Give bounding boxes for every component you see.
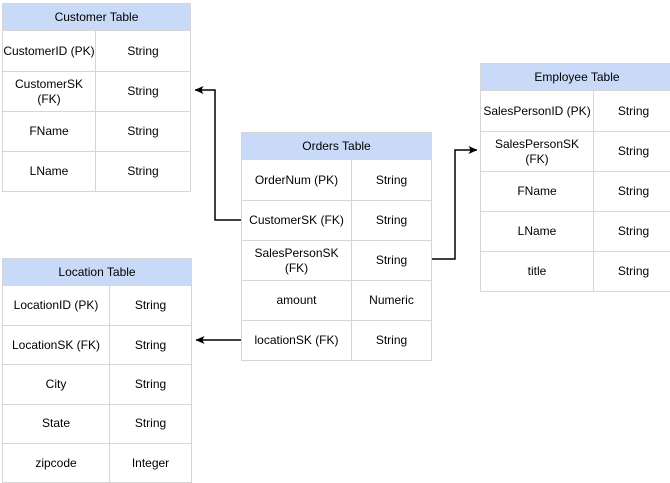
field-name-cell: LName [29, 164, 69, 179]
field-type-cell: String [351, 201, 431, 240]
field-name-cell: State [41, 416, 71, 431]
field-name-cell: SalesPersonSK (FK) [254, 245, 339, 275]
field-name-cell: LocationID (PK) [13, 298, 99, 313]
field-type-cell: String [593, 172, 670, 211]
table-row[interactable]: CustomerID (PK)String [3, 31, 190, 71]
table-row[interactable]: OrderNum (PK) String [242, 160, 431, 200]
table-row[interactable]: LName String [3, 151, 190, 191]
employee-table-title[interactable]: Employee Table [481, 64, 670, 91]
connector-orders-to-employee[interactable] [432, 146, 478, 260]
field-name-cell: OrderNum (PK) [254, 172, 339, 187]
field-name-cell: title [527, 264, 547, 279]
field-type-cell: Numeric [351, 281, 431, 320]
field-type-cell: String [95, 152, 190, 191]
field-type-cell: String [593, 91, 670, 131]
connector-orders-to-customer[interactable] [194, 86, 241, 221]
table-row[interactable]: LocationID (PK) String [3, 286, 191, 326]
field-name-cell: City [45, 377, 67, 392]
field-type-cell: String [593, 132, 670, 171]
field-type-cell: String [95, 72, 190, 111]
table-row[interactable]: LocationSK (FK) String [3, 325, 191, 365]
field-type-cell: String [109, 365, 191, 404]
field-type-cell: String [109, 286, 191, 326]
field-name-cell: amount [276, 293, 317, 308]
field-type-cell: String [95, 112, 190, 151]
field-name-cell: zipcode [35, 455, 77, 470]
table-row[interactable]: zipcode Integer [3, 442, 191, 482]
field-type-cell: String [351, 160, 431, 200]
table-row[interactable]: CustomerSK (FK) String [3, 71, 190, 111]
location-table-title[interactable]: Location Table [3, 259, 191, 286]
field-name-cell: SalesPersonID (PK) [483, 103, 591, 118]
orders-table-title[interactable]: Orders Table [242, 133, 431, 160]
field-type-cell: Integer [109, 443, 191, 482]
table-row[interactable]: FName String [481, 171, 670, 211]
field-name-cell: CustomerSK (FK) [14, 76, 84, 106]
table-row[interactable]: amount Numeric [242, 280, 431, 320]
field-name-cell: CustomerSK (FK) [249, 213, 344, 228]
customer-table-title[interactable]: Customer Table [3, 4, 190, 31]
field-name-cell: LName [517, 224, 557, 239]
field-name-cell: FName [517, 184, 557, 199]
field-name-cell: SalesPersonSK (FK) [494, 136, 580, 166]
field-name-cell: LocationSK (FK) [11, 337, 101, 352]
table-row[interactable]: title String [481, 251, 670, 291]
field-name-cell: FName [29, 124, 69, 139]
table-row[interactable]: SalesPersonID (PK)String [481, 91, 670, 131]
field-name-cell: CustomerID (PK) [3, 43, 95, 58]
field-type-cell: String [351, 321, 431, 360]
table-row[interactable]: CustomerSK (FK) String [242, 200, 431, 240]
table-row[interactable]: SalesPersonSK (FK) String [242, 240, 431, 280]
table-row[interactable]: FName String [3, 111, 190, 151]
field-type-cell: String [95, 31, 190, 71]
table-row[interactable]: State String [3, 403, 191, 443]
field-type-cell: String [351, 241, 431, 280]
table-row[interactable]: City String [3, 364, 191, 404]
field-name-cell: locationSK (FK) [254, 333, 339, 348]
table-row[interactable]: SalesPersonSK (FK) String [481, 131, 670, 171]
field-type-cell: String [593, 252, 670, 291]
field-type-cell: String [593, 212, 670, 251]
field-type-cell: String [109, 326, 191, 365]
field-type-cell: String [109, 404, 191, 443]
table-row[interactable]: LName String [481, 211, 670, 251]
table-row[interactable]: locationSK (FK) String [242, 320, 431, 360]
